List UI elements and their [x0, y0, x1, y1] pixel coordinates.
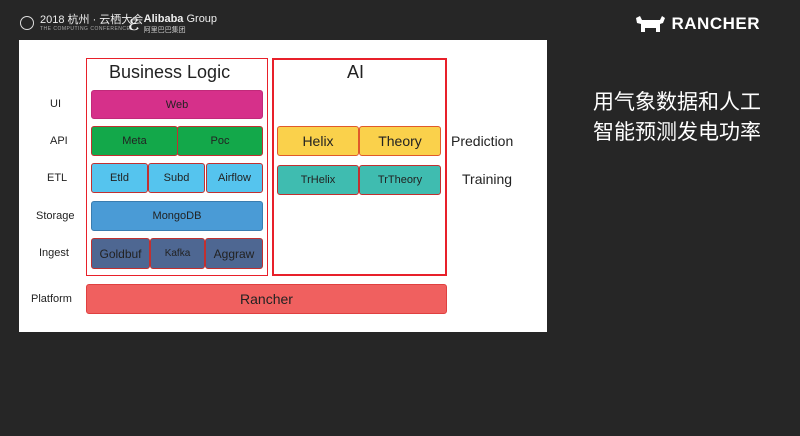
- row-label-ui: UI: [50, 98, 61, 110]
- row-label-ingest: Ingest: [39, 247, 69, 259]
- prediction-label: Prediction: [451, 133, 514, 149]
- row-label-storage: Storage: [36, 210, 75, 222]
- mongodb-block: MongoDB: [91, 201, 263, 231]
- etld-block: Etld: [91, 163, 148, 193]
- training-label: Training: [462, 171, 513, 187]
- goldbuf-block: Goldbuf: [91, 238, 150, 269]
- conference-title: 2018 杭州 · 云栖大会: [40, 14, 144, 26]
- airflow-block: Airflow: [206, 163, 263, 193]
- business-logic-frame: [86, 58, 268, 276]
- row-label-platform: Platform: [31, 293, 72, 305]
- rancher-platform-block: Rancher: [86, 284, 447, 314]
- aggraw-block: Aggraw: [205, 238, 263, 269]
- conference-mark-icon: [20, 16, 34, 30]
- ai-title: AI: [347, 62, 365, 82]
- subd-block: Subd: [148, 163, 205, 193]
- alibaba-name: Alibaba: [143, 13, 184, 25]
- web-block: Web: [91, 90, 263, 119]
- row-label-api: API: [50, 135, 68, 147]
- alibaba-cn-name: 阿里巴巴集团: [143, 27, 186, 34]
- slide-caption: 用气象数据和人工智能预测发电功率: [593, 91, 761, 144]
- ai-frame: [272, 58, 447, 276]
- conference-logo: 2018 杭州 · 云栖大会 THE COMPUTING CONFERENCE: [20, 14, 143, 32]
- alibaba-mark-icon: ℰ: [128, 16, 140, 34]
- poc-block: Poc: [177, 126, 263, 156]
- meta-block: Meta: [91, 126, 178, 156]
- rancher-logo: RANCHER: [634, 14, 761, 34]
- rancher-cow-icon: [635, 16, 665, 32]
- kafka-block: Kafka: [150, 238, 205, 269]
- helix-block: Helix: [277, 126, 359, 156]
- trtheory-block: TrTheory: [359, 165, 441, 195]
- alibaba-logo: ℰ Alibaba Group 阿里巴巴集团: [128, 14, 217, 35]
- row-label-etl: ETL: [47, 172, 68, 184]
- business-logic-title: Business Logic: [109, 62, 231, 82]
- architecture-diagram: UI API ETL Storage Ingest Platform Busin…: [19, 40, 547, 332]
- alibaba-group: Group: [186, 13, 218, 25]
- trhelix-block: TrHelix: [277, 165, 359, 195]
- theory-block: Theory: [359, 126, 441, 156]
- conference-subtitle: THE COMPUTING CONFERENCE: [40, 26, 131, 32]
- rancher-wordmark: RANCHER: [671, 14, 760, 33]
